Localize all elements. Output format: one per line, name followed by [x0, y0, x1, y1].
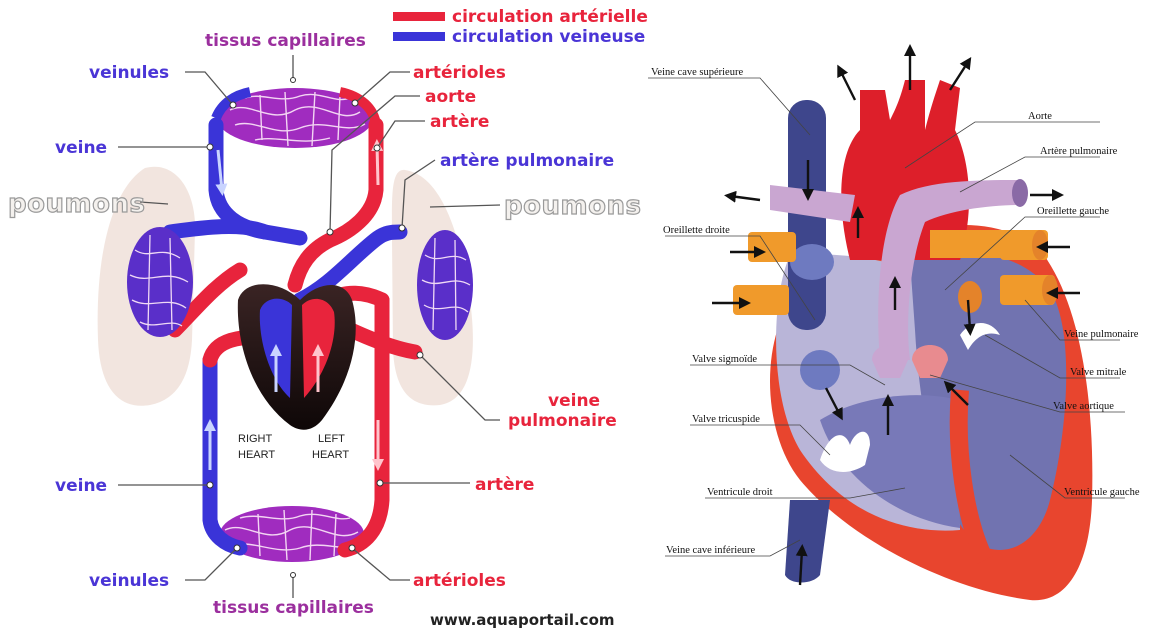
circulation-diagram: circulation artérielle circulation veine… — [8, 7, 648, 629]
label-artere-top: artère — [430, 112, 489, 132]
label-artere-pulmonaire-right: Artère pulmonaire — [1040, 146, 1118, 157]
label-veine-bottom: veine — [55, 476, 107, 496]
label-veine-pulmonaire-2: pulmonaire — [508, 411, 617, 431]
label-veine-cave-inferieure: Veine cave inférieure — [666, 545, 756, 556]
left-lung-capillaries — [127, 227, 193, 337]
label-veinules-bottom: veinules — [89, 571, 169, 591]
vena-cava-inferior — [785, 500, 830, 583]
label-veine-cave-superieure: Veine cave supérieure — [651, 67, 743, 78]
watermark-text: www.aquaportail.com — [430, 611, 615, 629]
label-valve-mitrale: Valve mitrale — [1070, 367, 1127, 378]
label-valve-tricuspide: Valve tricuspide — [692, 414, 760, 425]
vena-cava-inferior-opening — [800, 350, 840, 390]
label-valve-sigmoide: Valve sigmoïde — [692, 354, 757, 365]
legend-venous-swatch — [393, 32, 445, 41]
label-veine-top: veine — [55, 138, 107, 158]
label-right-heart-2: HEART — [238, 449, 275, 461]
label-artere-bottom: artère — [475, 475, 534, 495]
label-ventricule-droit: Ventricule droit — [707, 487, 773, 498]
label-left-heart-2: HEART — [312, 449, 349, 461]
right-lung-capillaries — [417, 230, 473, 340]
label-left-heart-1: LEFT — [318, 433, 345, 445]
label-right-heart-1: RIGHT — [238, 433, 273, 445]
heart-shape — [238, 284, 356, 430]
label-ventricule-gauche: Ventricule gauche — [1064, 487, 1140, 498]
legend-arterial-label: circulation artérielle — [452, 7, 648, 27]
label-oreillette-droite: Oreillette droite — [663, 225, 730, 236]
label-aorte: aorte — [425, 87, 476, 107]
label-poumons-left: poumons — [8, 189, 145, 219]
label-artere-pulmonaire: artère pulmonaire — [440, 151, 614, 171]
label-aorte-right: Aorte — [1028, 111, 1052, 122]
label-oreillette-gauche: Oreillette gauche — [1037, 206, 1109, 217]
label-tissus-capillaires-bottom: tissus capillaires — [213, 598, 374, 618]
legend-arterial-swatch — [393, 12, 445, 21]
legend-venous-label: circulation veineuse — [452, 27, 645, 47]
label-poumons-right: poumons — [504, 191, 641, 221]
label-veinules-top: veinules — [89, 63, 169, 83]
vena-cava-superior-opening — [790, 244, 834, 280]
label-arterioles-top: artérioles — [413, 63, 506, 83]
pulmonary-artery-end — [1012, 179, 1028, 207]
label-tissus-capillaires-top: tissus capillaires — [205, 31, 366, 51]
heart-anatomy-diagram: Veine cave supérieure Aorte Artère pulmo… — [648, 50, 1140, 600]
label-veine-pulmonaire: Veine pulmonaire — [1064, 329, 1139, 340]
label-arterioles-bottom: artérioles — [413, 571, 506, 591]
label-valve-aortique: Valve aortique — [1053, 401, 1114, 412]
label-veine-pulmonaire-1: veine — [548, 391, 600, 411]
